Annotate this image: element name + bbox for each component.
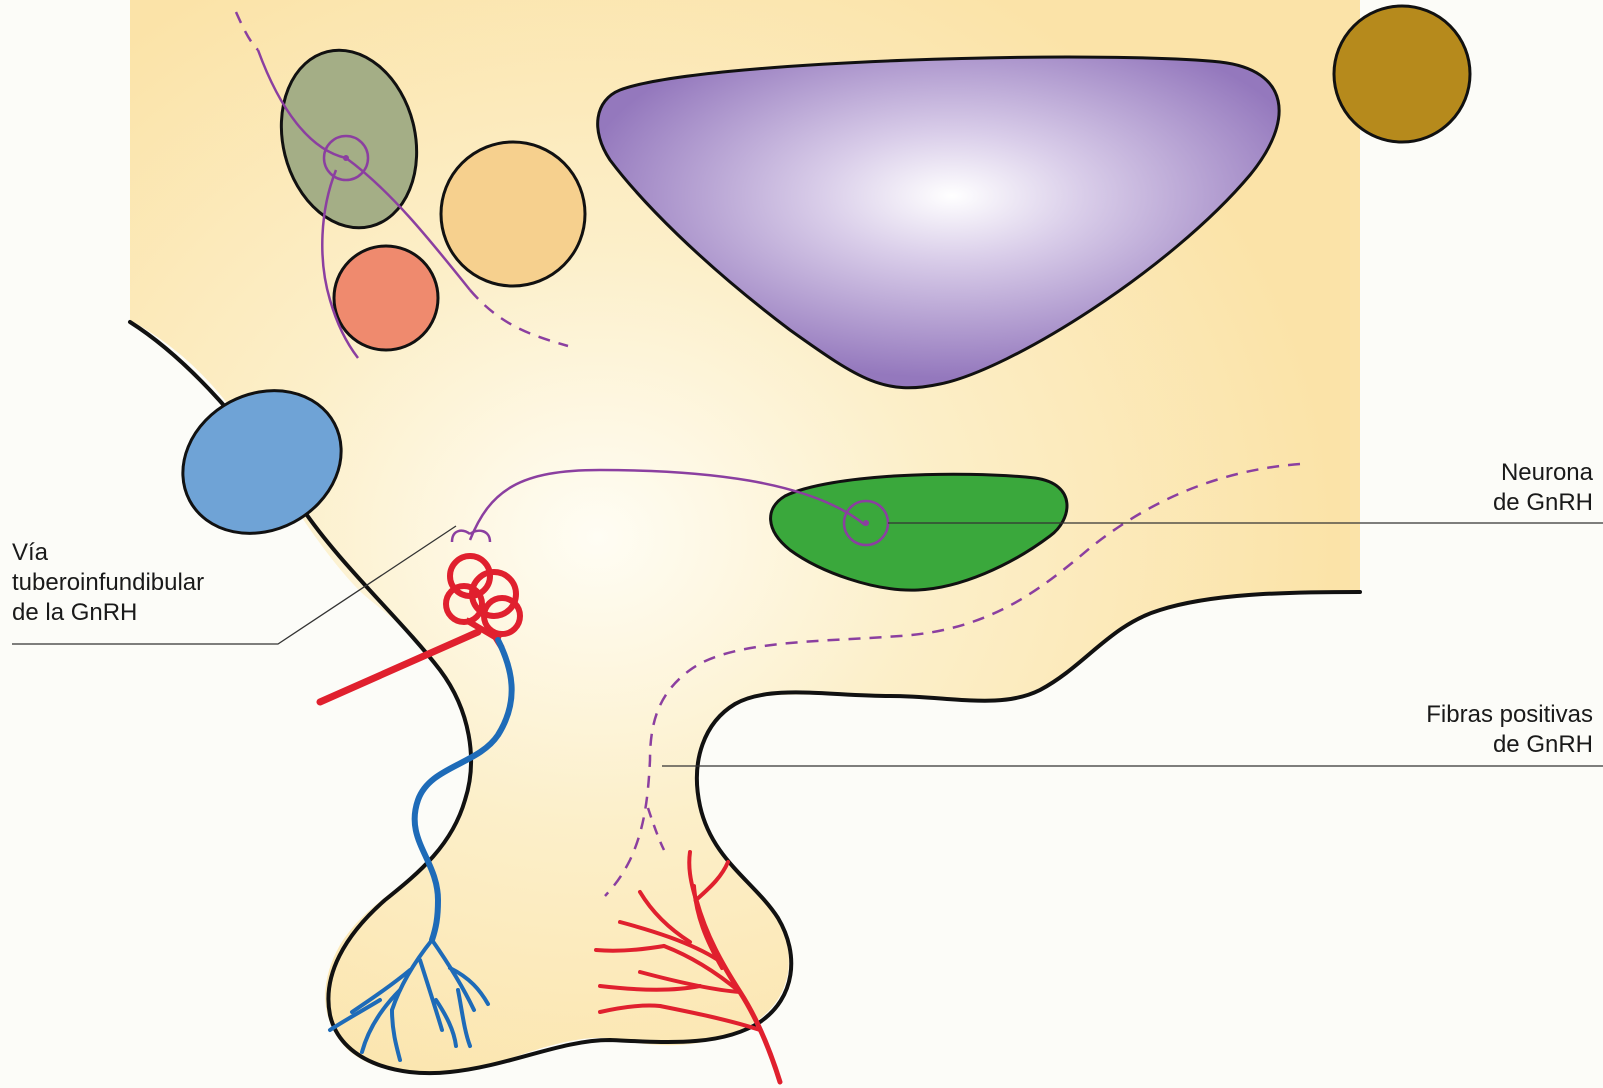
gnrh-neuron-label: Neurona de GnRH	[1493, 458, 1593, 518]
upper-neuron-nucleus-icon	[343, 155, 349, 161]
pathway-label-line3: de la GnRH	[12, 598, 204, 628]
fibers-label-line1: Fibras positivas	[1426, 700, 1593, 730]
tuberoinfundibular-pathway-label: Vía tuberoinfundibular de la GnRH	[12, 538, 204, 628]
gnrh-neuron-label-line2: de GnRH	[1493, 488, 1593, 518]
pathway-label-line2: tuberoinfundibular	[12, 568, 204, 598]
peach-nucleus	[441, 142, 585, 286]
gnrh-fibers-label: Fibras positivas de GnRH	[1426, 700, 1593, 760]
gold-nucleus	[1334, 6, 1470, 142]
pathway-label-line1: Vía	[12, 538, 204, 568]
gnrh-neuron-nucleus-icon	[863, 520, 869, 526]
fibers-label-line2: de GnRH	[1426, 730, 1593, 760]
salmon-nucleus	[334, 246, 438, 350]
gnrh-neuron-label-line1: Neurona	[1493, 458, 1593, 488]
